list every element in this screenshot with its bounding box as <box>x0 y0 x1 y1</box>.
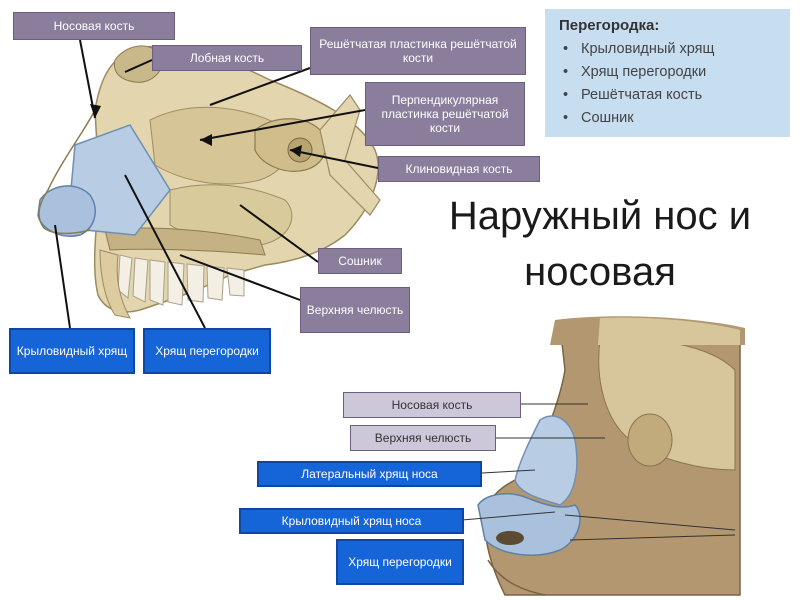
info-box-title: Перегородка: <box>559 17 660 34</box>
sagittal-section <box>37 45 381 319</box>
label-septal-cartilage-2: Хрящ перегородки <box>336 539 464 585</box>
label-alar-cartilage: Крыловидный хрящ <box>9 328 135 374</box>
nose-dissection <box>477 318 741 596</box>
alar-cartilage-shape <box>37 185 96 237</box>
info-item-ethmoid: Решётчатая кость <box>563 84 776 107</box>
slide-title: Наружный нос и носовая перегородка <box>448 194 752 312</box>
teeth <box>117 254 245 306</box>
label-maxilla-2: Верхняя челюсть <box>350 425 496 451</box>
septum-info-box: Перегородка: Крыловидный хрящ Хрящ перег… <box>545 9 790 137</box>
info-item-alar: Крыловидный хрящ <box>563 38 776 61</box>
label-sphenoid-bone: Клиновидная кость <box>378 156 540 182</box>
label-septal-cartilage: Хрящ перегородки <box>143 328 271 374</box>
label-maxilla: Верхняя челюсть <box>300 287 410 333</box>
info-item-vomer: Сошник <box>563 107 776 130</box>
info-item-septal: Хрящ перегородки <box>563 61 776 84</box>
label-perpendicular-plate: Перпендикулярная пластинка решётчатой ко… <box>365 82 525 146</box>
frontal-sinus <box>113 45 163 83</box>
pointer-lines-bottom <box>461 403 736 541</box>
label-alar-cartilage-2: Крыловидный хрящ носа <box>239 508 464 534</box>
label-nasal-bone-2: Носовая кость <box>343 392 521 418</box>
label-lateral-cartilage: Латеральный хрящ носа <box>257 461 482 487</box>
hard-palate <box>104 227 266 256</box>
pointer-lines-top <box>54 39 379 329</box>
label-nasal-bone: Носовая кость <box>13 12 175 40</box>
info-box-list: Крыловидный хрящ Хрящ перегородки Решётч… <box>559 38 776 130</box>
lateral-cartilage-shape <box>514 415 578 506</box>
label-ethmoid-plate: Решётчатая пластинка решётчатой кости <box>310 27 526 75</box>
label-frontal-bone: Лобная кость <box>152 45 302 71</box>
label-vomer: Сошник <box>318 248 402 274</box>
